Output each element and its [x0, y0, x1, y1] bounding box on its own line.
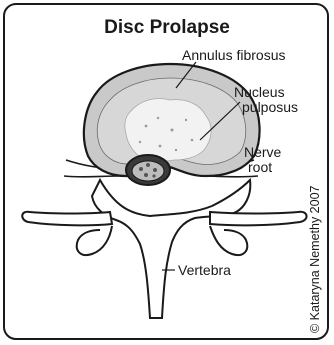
label-vertebra: Vertebra [178, 262, 231, 278]
label-nerve-line2: root [248, 159, 272, 175]
label-annulus-fibrosus: Annulus fibrosus [182, 47, 286, 63]
diagram-title: Disc Prolapse [104, 17, 230, 38]
label-nucleus-line2: pulposus [242, 99, 298, 115]
copyright-credit: © Kataryna Nemethy 2007 [308, 185, 322, 333]
vertebra [22, 180, 306, 318]
nucleus-pulposus [125, 99, 211, 162]
herniated-disc [126, 155, 170, 185]
label-nucleus-line1: Nucleus [234, 84, 285, 100]
label-nerve-line1: Nerve [244, 144, 282, 160]
